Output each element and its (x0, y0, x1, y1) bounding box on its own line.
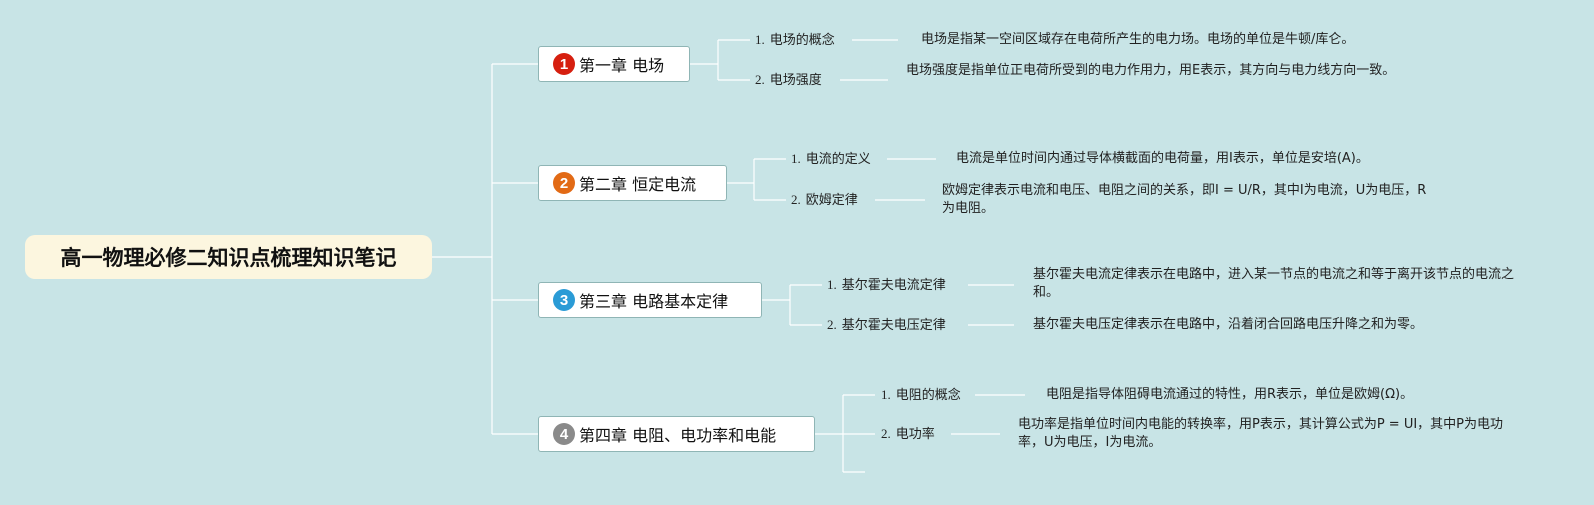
chapter-3-node[interactable]: 3 第三章 电路基本定律 (538, 282, 762, 318)
number-badge-1-icon: 1 (553, 53, 575, 75)
chapter-2-item-1[interactable]: 1. 电流的定义 (791, 151, 871, 168)
chapter-3-item-1-desc: 基尔霍夫电流定律表示在电路中，进入某一节点的电流之和等于离开该节点的电流之和。 (1033, 267, 1515, 300)
chapter-2-item-2-desc: 欧姆定律表示电流和电压、电阻之间的关系，即I = U/R，其中I为电流，U为电压… (942, 183, 1427, 216)
chapter-3-item-2-desc: 基尔霍夫电压定律表示在电路中，沿着闭合回路电压升降之和为零。 (1033, 317, 1424, 332)
item-name: 电阻的概念 (895, 388, 961, 403)
root-topic[interactable]: 高一物理必修二知识点梳理知识笔记 (25, 235, 432, 279)
number-badge-4-icon: 4 (553, 423, 575, 445)
chapter-4-item-1-desc: 电阻是指导体阻碍电流通过的特性，用R表示，单位是欧姆(Ω)。 (1046, 387, 1414, 402)
item-number: 2. (881, 426, 891, 441)
chapter-1-node[interactable]: 1 第一章 电场 (538, 46, 690, 82)
item-name: 电流的定义 (805, 152, 871, 167)
item-number: 2. (791, 192, 801, 207)
chapter-3-item-1[interactable]: 1. 基尔霍夫电流定律 (827, 277, 946, 294)
chapter-4-node[interactable]: 4 第四章 电阻、电功率和电能 (538, 416, 815, 452)
item-number: 1. (755, 32, 765, 47)
chapter-3-item-2[interactable]: 2. 基尔霍夫电压定律 (827, 317, 946, 334)
chapter-4-item-2[interactable]: 2. 电功率 (881, 426, 935, 443)
chapter-1-label: 第一章 电场 (579, 56, 665, 75)
chapter-2-label: 第二章 恒定电流 (579, 175, 697, 194)
chapter-4-item-2-desc: 电功率是指单位时间内电能的转换率，用P表示，其计算公式为P = UI，其中P为电… (1018, 417, 1504, 450)
chapter-2-node[interactable]: 2 第二章 恒定电流 (538, 165, 727, 201)
chapter-2-item-2[interactable]: 2. 欧姆定律 (791, 192, 858, 209)
item-number: 1. (791, 151, 801, 166)
chapter-4-item-1[interactable]: 1. 电阻的概念 (881, 387, 961, 404)
root-title: 高一物理必修二知识点梳理知识笔记 (60, 246, 397, 270)
item-name: 电功率 (895, 427, 935, 442)
chapter-2-item-1-desc: 电流是单位时间内通过导体横截面的电荷量，用I表示，单位是安培(A)。 (956, 151, 1369, 166)
chapter-4-label: 第四章 电阻、电功率和电能 (579, 426, 777, 445)
item-name: 基尔霍夫电流定律 (841, 278, 946, 293)
chapter-1-item-2-desc: 电场强度是指单位正电荷所受到的电力作用力，用E表示，其方向与电力线方向一致。 (906, 63, 1396, 78)
item-number: 2. (827, 317, 837, 332)
chapter-1-item-1[interactable]: 1. 电场的概念 (755, 32, 835, 49)
item-number: 1. (881, 387, 891, 402)
item-name: 欧姆定律 (805, 193, 858, 208)
number-badge-3-icon: 3 (553, 289, 575, 311)
item-number: 2. (755, 72, 765, 87)
number-badge-2-icon: 2 (553, 172, 575, 194)
item-name: 电场的概念 (769, 33, 835, 48)
item-name: 电场强度 (769, 73, 822, 88)
item-number: 1. (827, 277, 837, 292)
item-name: 基尔霍夫电压定律 (841, 318, 946, 333)
chapter-1-item-2[interactable]: 2. 电场强度 (755, 72, 822, 89)
chapter-1-item-1-desc: 电场是指某一空间区域存在电荷所产生的电力场。电场的单位是牛顿/库仑。 (921, 32, 1355, 47)
chapter-3-label: 第三章 电路基本定律 (579, 292, 729, 311)
